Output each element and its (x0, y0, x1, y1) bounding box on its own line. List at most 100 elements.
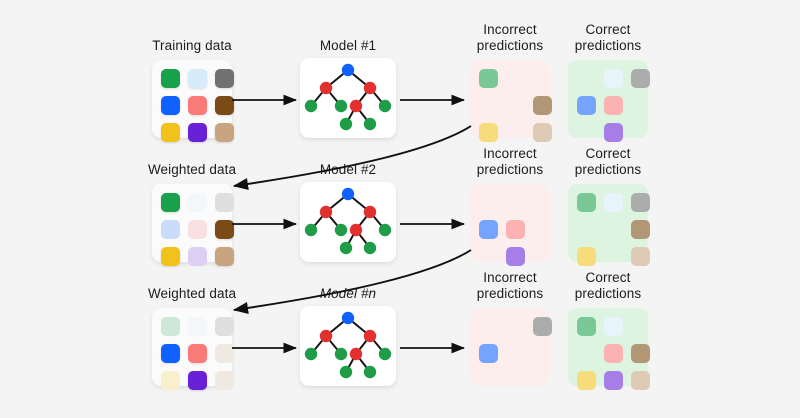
swatch-green (161, 69, 180, 88)
tree-node-root (341, 187, 355, 201)
swatch-blue (577, 96, 596, 115)
row-1-model-panel (300, 58, 396, 138)
tree-node-mid (319, 205, 333, 219)
swatch-purple (506, 247, 525, 266)
swatch-gray (215, 317, 234, 336)
swatch-purple (188, 123, 207, 142)
tree-node-leaf (378, 223, 392, 237)
row-3-decision-tree (304, 311, 392, 379)
swatch-lightblue (604, 317, 623, 336)
row-1-model-label: Model #1 (319, 38, 377, 53)
swatch-gray (215, 193, 234, 212)
row-3-incorrect-label: Incorrect predictions (476, 270, 544, 301)
swatch-pink (604, 96, 623, 115)
row-1-incorrect-label: Incorrect predictions (476, 22, 544, 53)
swatch-green (577, 317, 596, 336)
swatch-lightblue (604, 193, 623, 212)
tree-node-leaf (378, 347, 392, 361)
tree-node-mid (349, 99, 363, 113)
swatch-brown (215, 220, 234, 239)
swatch-tan (631, 247, 650, 266)
tree-node-mid (349, 223, 363, 237)
tree-node-leaf (304, 347, 318, 361)
tree-node-root (341, 311, 355, 325)
swatch-lightblue (188, 69, 207, 88)
tree-node-mid (363, 81, 377, 95)
swatch-pink (188, 344, 207, 363)
tree-node-mid (349, 347, 363, 361)
tree-node-leaf (334, 223, 348, 237)
swatch-pink (506, 220, 525, 239)
row-2-correct-grid (568, 184, 650, 266)
tree-node-mid (319, 329, 333, 343)
row-3-correct-panel (568, 308, 650, 390)
row-2-correct-label: Correct predictions (574, 146, 642, 177)
row-2-incorrect-label: Incorrect predictions (476, 146, 544, 177)
swatch-tan (631, 371, 650, 390)
swatch-green (479, 69, 498, 88)
tree-node-leaf (304, 99, 318, 113)
swatch-blue (161, 96, 180, 115)
tree-node-leaf (363, 117, 377, 131)
tree-node-mid (363, 205, 377, 219)
swatch-blue (161, 344, 180, 363)
row-1-data-panel (152, 60, 234, 142)
row-1-correct-grid (568, 60, 650, 142)
swatch-yellow (161, 123, 180, 142)
swatch-blue (161, 220, 180, 239)
swatch-pink (188, 96, 207, 115)
swatch-tan (215, 123, 234, 142)
swatch-tan (215, 344, 234, 363)
tree-node-leaf (363, 365, 377, 379)
swatch-gray (631, 69, 650, 88)
tree-node-leaf (378, 99, 392, 113)
swatch-yellow (577, 247, 596, 266)
row-3-correct-label: Correct predictions (574, 270, 642, 301)
swatch-gray (215, 69, 234, 88)
swatch-purple (188, 247, 207, 266)
swatch-brown (215, 96, 234, 115)
tree-node-mid (363, 329, 377, 343)
row-3-data-label: Weighted data (147, 286, 237, 301)
row-1-incorrect-grid (470, 60, 552, 142)
tree-node-leaf (304, 223, 318, 237)
row-2-incorrect-panel (470, 184, 550, 266)
swatch-purple (188, 371, 207, 390)
swatch-green (577, 193, 596, 212)
swatch-tan (215, 247, 234, 266)
tree-node-leaf (339, 241, 353, 255)
swatch-lightblue (188, 317, 207, 336)
swatch-blue (479, 344, 498, 363)
swatch-lightblue (188, 193, 207, 212)
row-2-data-label: Weighted data (147, 162, 237, 177)
row-2-model-panel (300, 182, 396, 262)
tree-node-root (341, 63, 355, 77)
swatch-pink (604, 344, 623, 363)
row-3-model-panel (300, 306, 396, 386)
row-2-data-grid (152, 184, 234, 266)
tree-node-leaf (334, 99, 348, 113)
tree-node-mid (319, 81, 333, 95)
row-1-data-grid (152, 60, 234, 142)
swatch-tan (215, 371, 234, 390)
swatch-green (161, 317, 180, 336)
row-2-decision-tree (304, 187, 392, 255)
swatch-purple (604, 123, 623, 142)
swatch-green (161, 193, 180, 212)
row-1-correct-label: Correct predictions (574, 22, 642, 53)
row-2-correct-panel (568, 184, 650, 266)
row-2-incorrect-grid (470, 184, 550, 266)
row-3-incorrect-grid (470, 308, 552, 386)
swatch-lightblue (604, 69, 623, 88)
swatch-yellow (161, 247, 180, 266)
swatch-blue (479, 220, 498, 239)
swatch-yellow (161, 371, 180, 390)
swatch-gray (631, 193, 650, 212)
row-3-data-panel (152, 308, 234, 390)
row-1-data-label: Training data (152, 38, 232, 53)
swatch-brown (631, 344, 650, 363)
row-3-data-grid (152, 308, 234, 390)
row-2-data-panel (152, 184, 234, 266)
row-3-correct-grid (568, 308, 650, 390)
